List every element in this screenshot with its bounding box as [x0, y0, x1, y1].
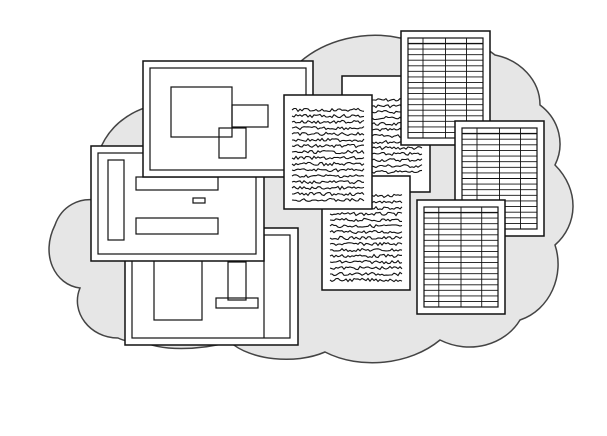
text-line	[329, 217, 402, 223]
text-line	[329, 211, 403, 217]
text-line	[291, 185, 365, 191]
text-line	[371, 158, 423, 163]
text-line	[291, 174, 365, 179]
text-line	[291, 168, 365, 173]
text-line	[291, 126, 365, 131]
text-line	[291, 137, 365, 143]
text-line	[329, 241, 403, 247]
text-line	[371, 145, 423, 151]
text-line	[291, 131, 365, 137]
spreadsheet-document-top	[400, 30, 491, 146]
text-line	[371, 164, 423, 169]
text-line	[329, 230, 403, 235]
text-line	[371, 151, 423, 157]
text-line	[291, 179, 364, 185]
text-line	[291, 191, 365, 197]
text-line	[371, 169, 423, 175]
text-line	[329, 265, 403, 271]
text-line	[329, 247, 403, 253]
text-line	[291, 155, 365, 161]
text-line	[291, 149, 365, 155]
text-line	[329, 259, 403, 265]
text-line	[329, 235, 403, 241]
text-line	[291, 197, 365, 202]
text-line	[291, 113, 365, 119]
text-line	[329, 253, 403, 259]
text-line	[291, 143, 365, 149]
text-document-front	[283, 94, 373, 210]
text-line	[329, 223, 403, 229]
text-line	[291, 161, 365, 167]
text-line	[291, 107, 365, 113]
spreadsheet-document-bottom	[416, 199, 506, 315]
text-line	[329, 277, 403, 283]
text-line	[291, 119, 365, 125]
text-line	[330, 271, 403, 277]
